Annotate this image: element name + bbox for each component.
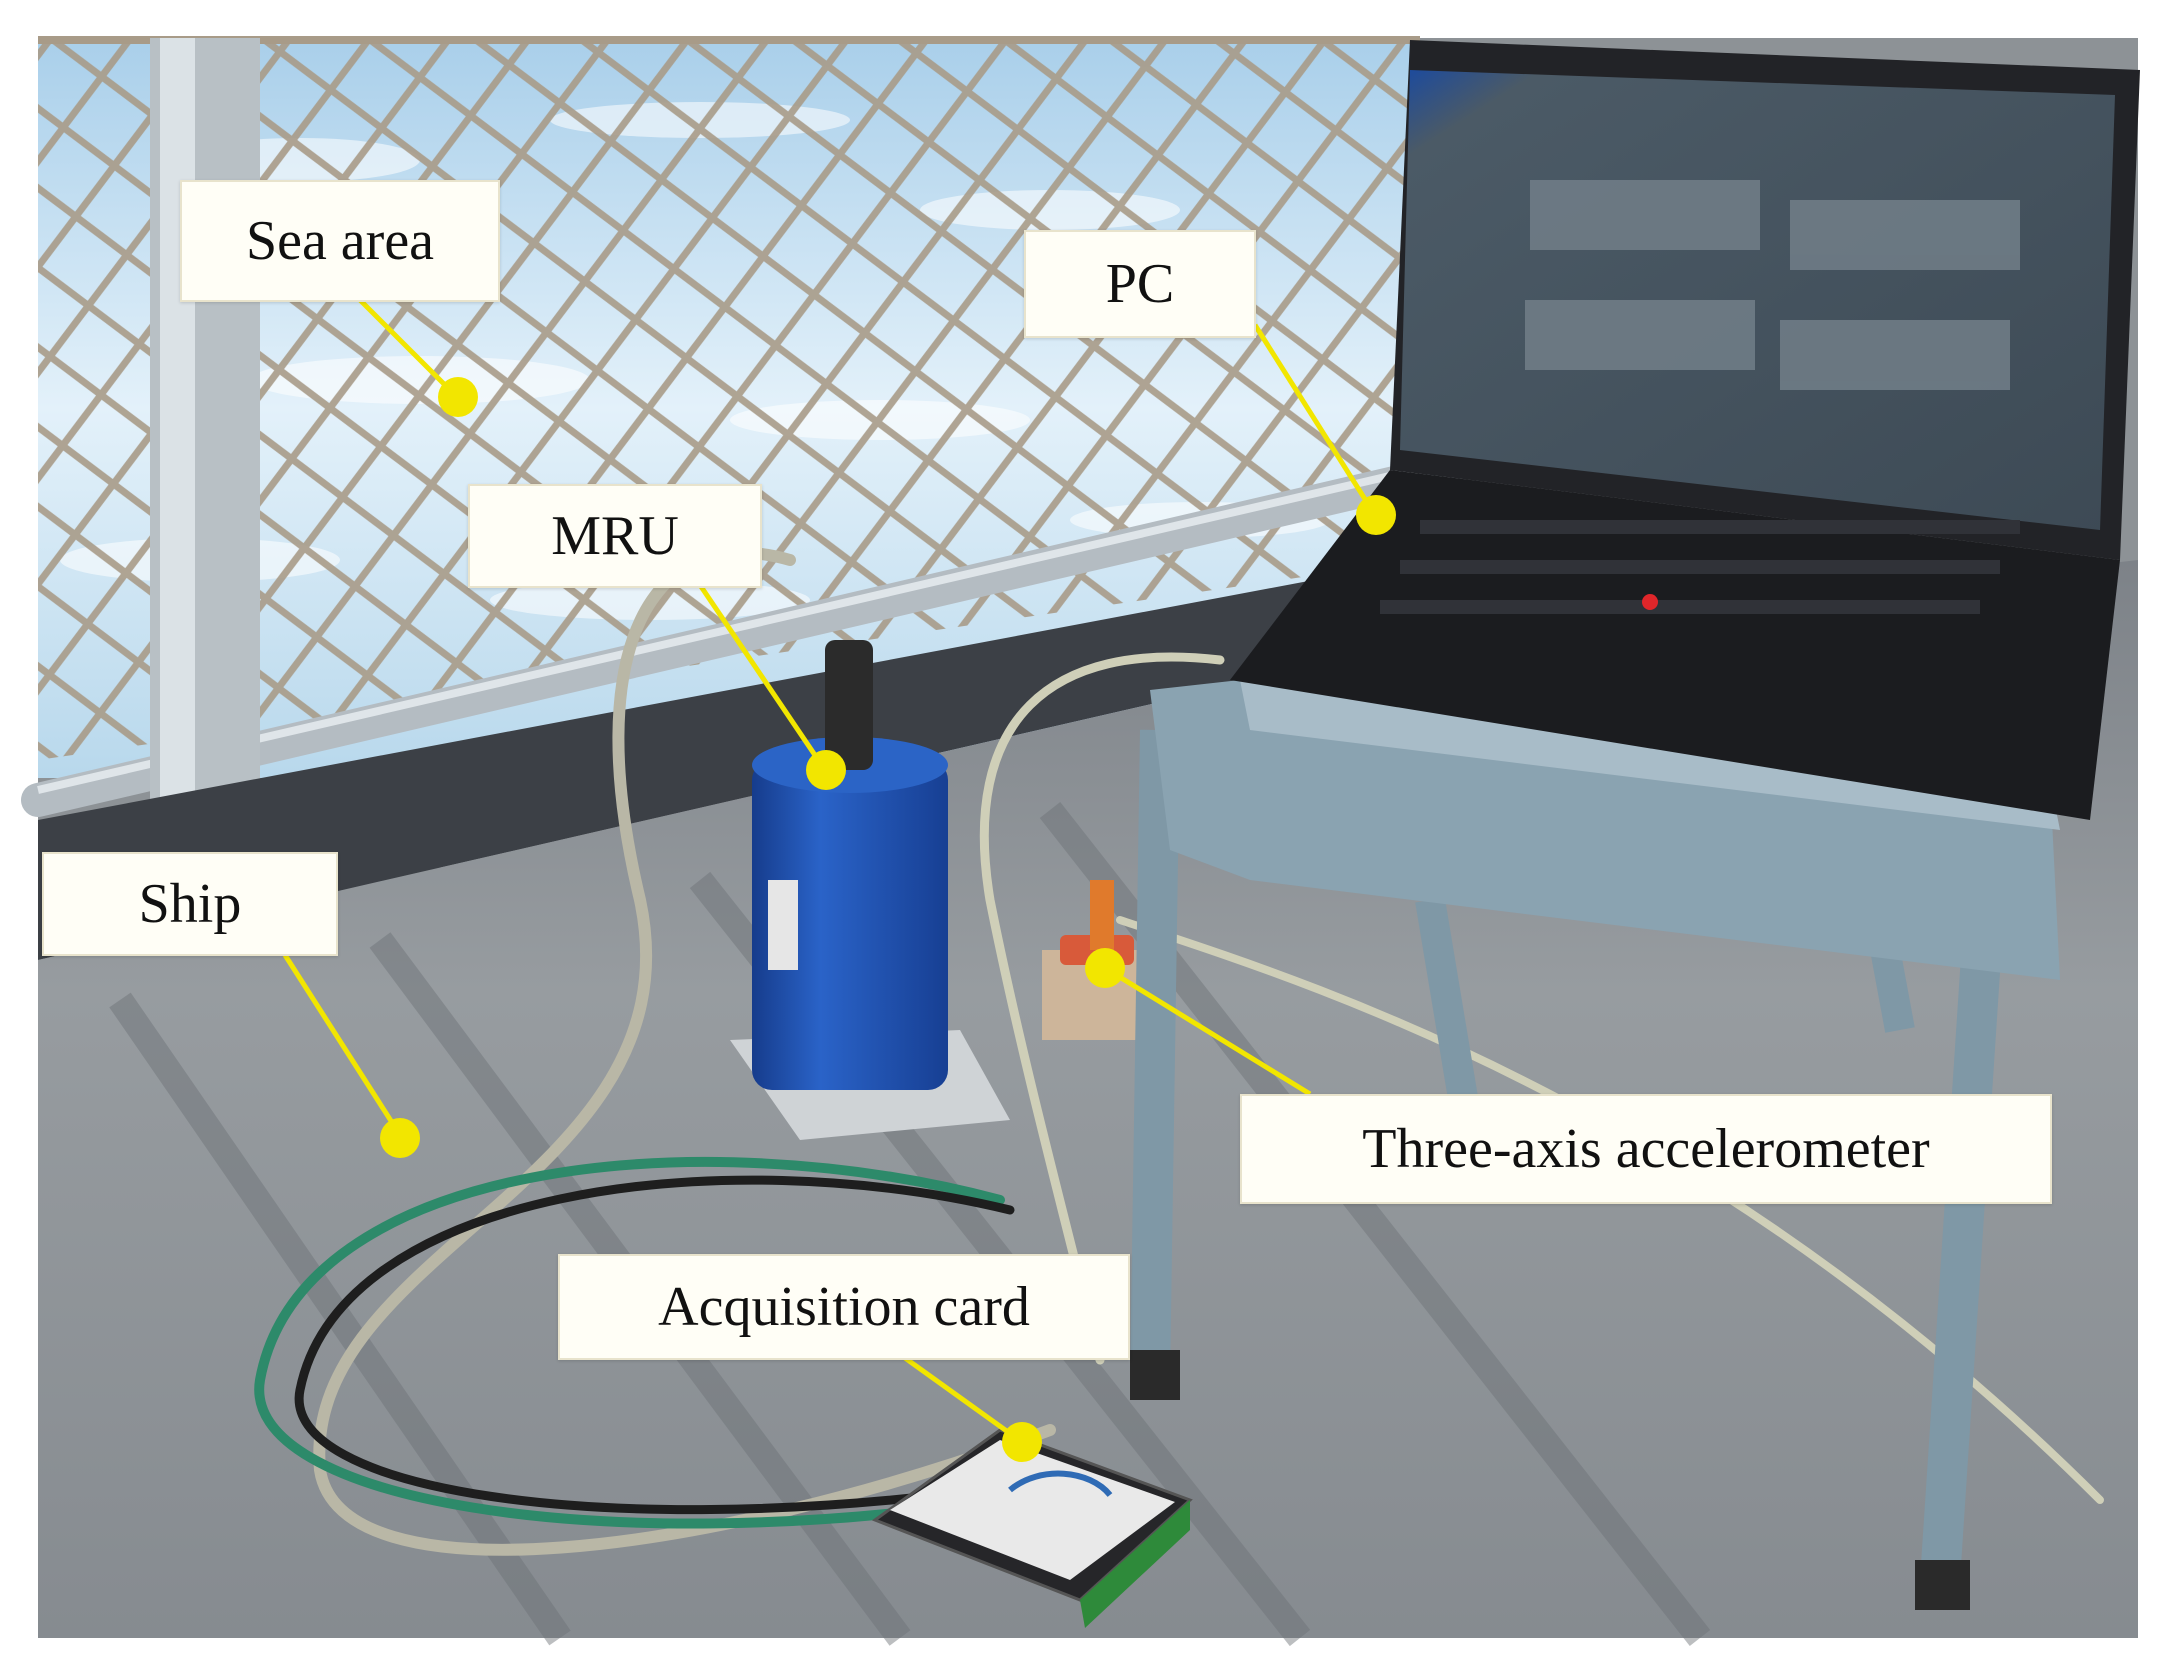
label-sea-area: Sea area xyxy=(180,180,500,302)
marker-acquisition-card xyxy=(1002,1422,1042,1462)
label-acquisition-card: Acquisition card xyxy=(558,1254,1130,1360)
label-ship: Ship xyxy=(42,852,338,956)
marker-accelerometer xyxy=(1085,948,1125,988)
leader-line-acquisition-card xyxy=(903,1355,1024,1445)
mru-sensor xyxy=(730,640,1010,1140)
marker-mru xyxy=(806,750,846,790)
label-three-axis-accelerometer: Three-axis accelerometer xyxy=(1240,1094,2052,1204)
marker-pc xyxy=(1356,495,1396,535)
marker-sea-area xyxy=(438,377,478,417)
marker-ship xyxy=(380,1118,420,1158)
leader-line-ship xyxy=(282,953,403,1137)
leader-line-sea-area xyxy=(348,288,457,397)
acquisition-card-device xyxy=(871,1428,1193,1628)
leader-line-pc xyxy=(1252,323,1378,517)
laptop xyxy=(1230,40,2140,820)
label-pc: PC xyxy=(1024,230,1256,338)
leader-line-accelerometer xyxy=(1103,965,1312,1097)
label-mru: MRU xyxy=(468,484,762,588)
leader-line-mru xyxy=(697,583,828,772)
